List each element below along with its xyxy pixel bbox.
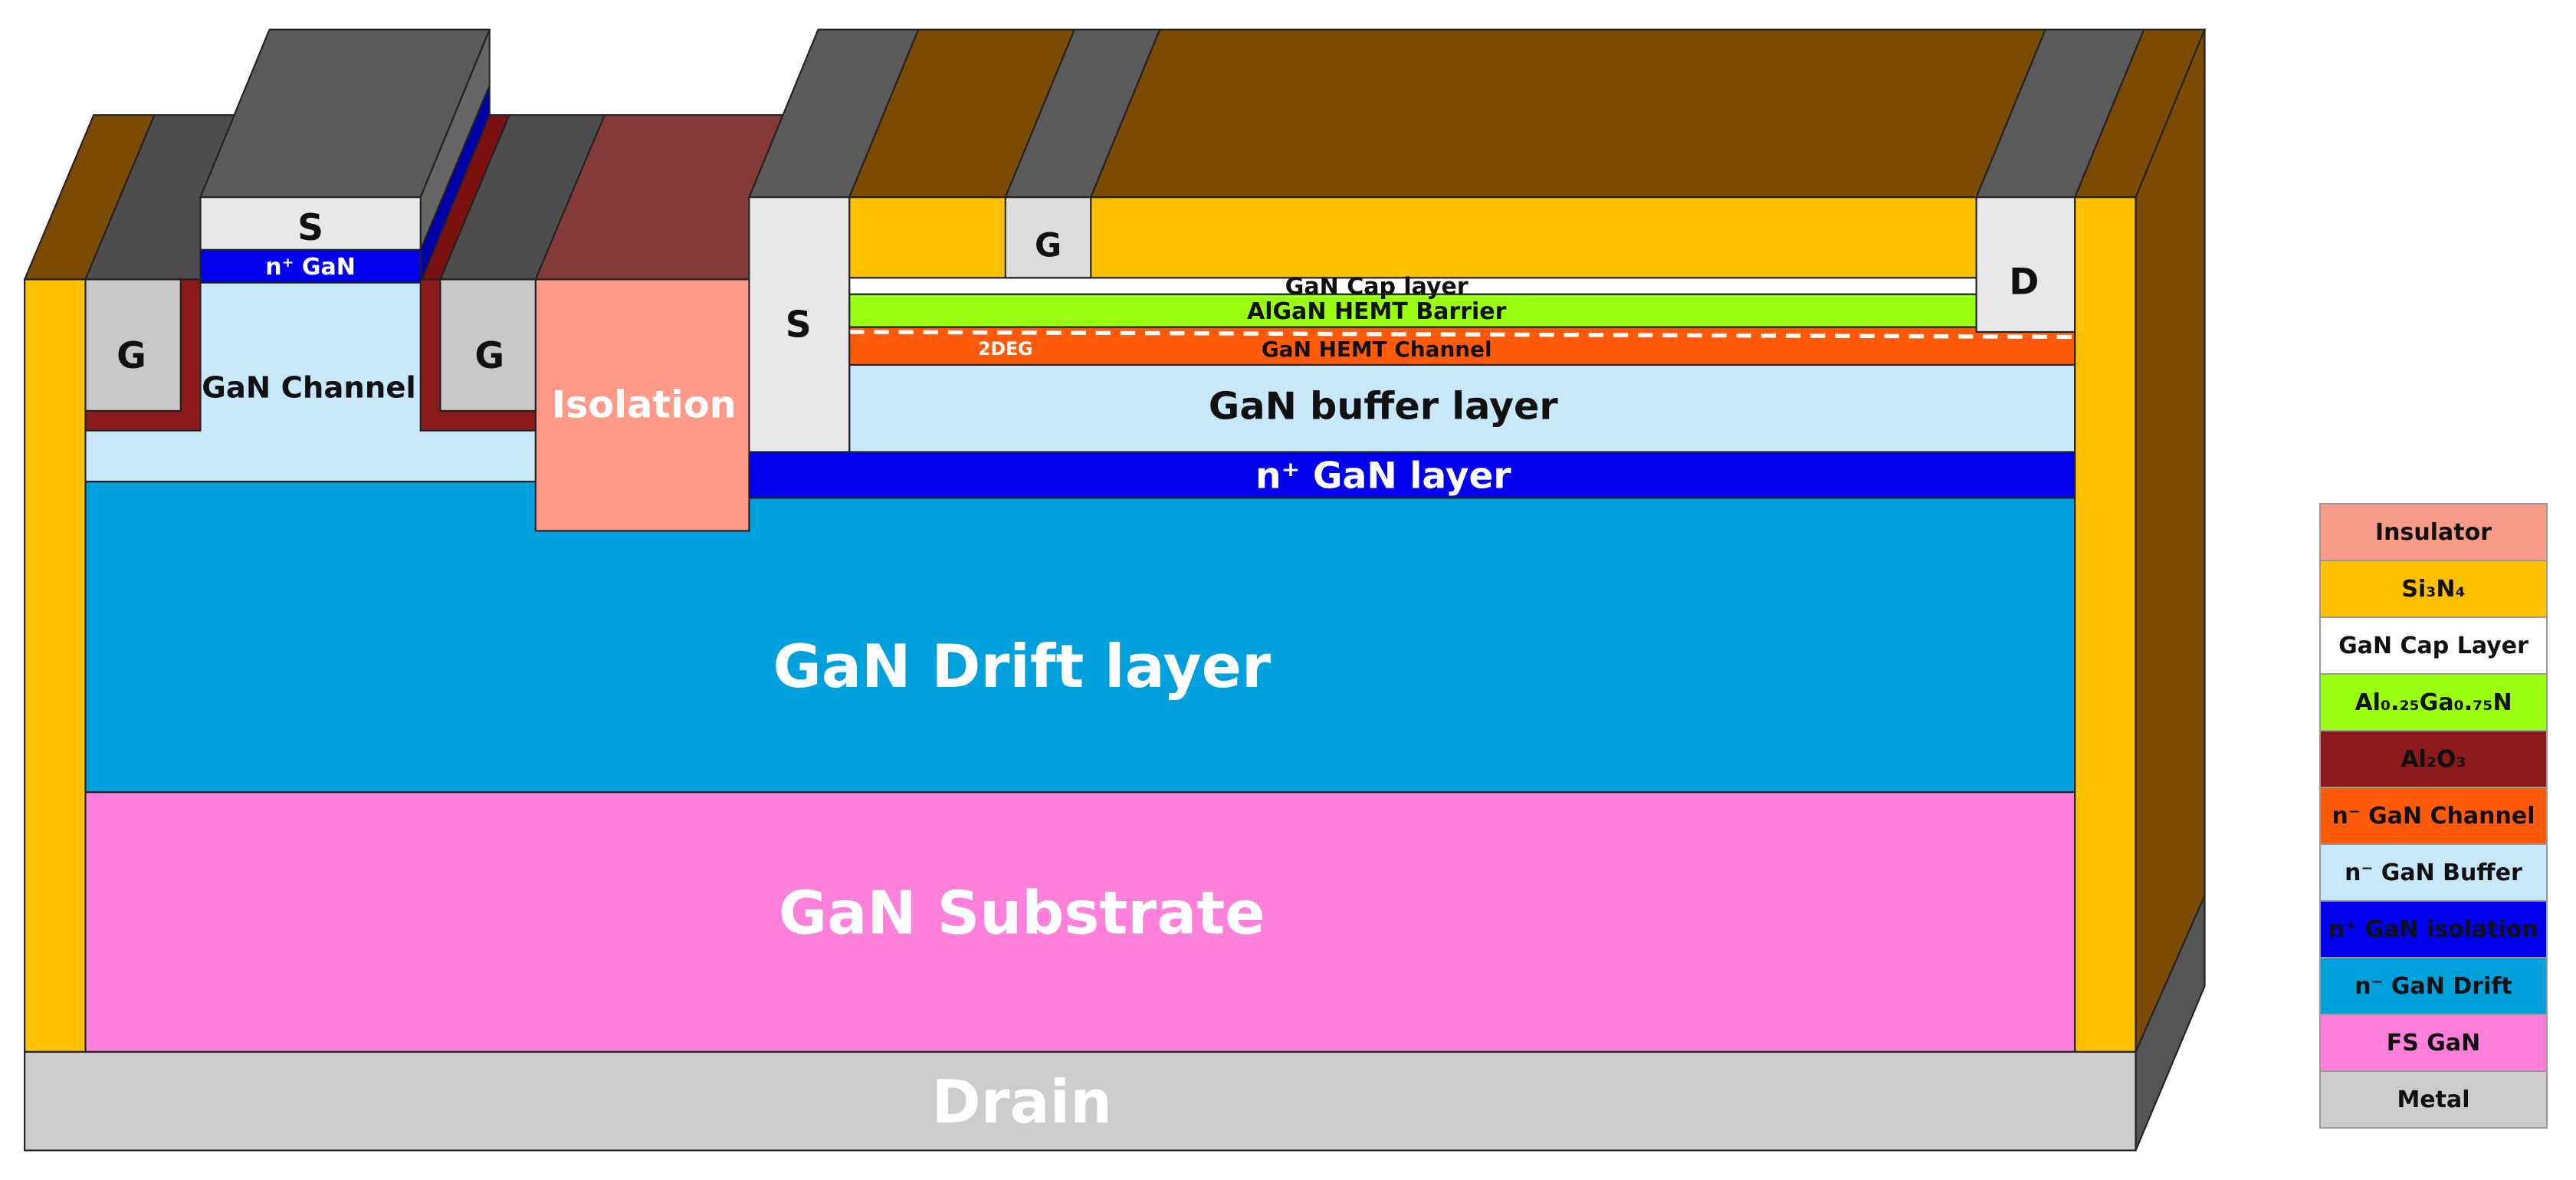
bottom-drain-metal bbox=[24, 1050, 2137, 1152]
legend-swatch bbox=[2319, 503, 2548, 561]
legend-swatch bbox=[2319, 1070, 2548, 1129]
two-deg-line bbox=[849, 330, 2076, 340]
gan-channel-label: GaN Channel bbox=[202, 371, 416, 406]
legend-label: Si₃N₄ bbox=[2401, 576, 2465, 603]
buffer-label: GaN buffer layer bbox=[1209, 384, 1558, 429]
legend-swatch bbox=[2319, 616, 2548, 675]
legend-label: n⁻ GaN Drift bbox=[2354, 973, 2512, 1000]
n-plus-small-label: n⁺ GaN bbox=[265, 254, 356, 281]
legend-swatch bbox=[2319, 957, 2548, 1015]
algan-barrier-label: AlGaN HEMT Barrier bbox=[1247, 298, 1507, 325]
source-block bbox=[199, 196, 422, 251]
legend-swatch bbox=[2319, 1014, 2548, 1072]
hemt-channel-label: GaN HEMT Channel bbox=[1262, 337, 1492, 362]
gan-cap-label: GaN Cap layer bbox=[1285, 274, 1468, 301]
gate-mid-label: G bbox=[474, 335, 504, 377]
mid-gate bbox=[439, 278, 537, 412]
hemt-gate-label: G bbox=[1035, 226, 1062, 265]
source-left-label: S bbox=[297, 207, 323, 249]
drift-layer bbox=[84, 480, 2076, 794]
legend-swatch bbox=[2319, 560, 2548, 618]
legend-label: Al₂O₃ bbox=[2400, 746, 2466, 773]
legend-swatch bbox=[2319, 730, 2548, 788]
legend-label: n⁻ GaN Buffer bbox=[2345, 860, 2522, 886]
legend-label: Metal bbox=[2397, 1086, 2469, 1113]
left-si3n4 bbox=[24, 278, 87, 1053]
legend-label: n⁻ GaN Channel bbox=[2332, 803, 2535, 830]
legend-label: Insulator bbox=[2375, 519, 2492, 546]
legend-label: FS GaN bbox=[2387, 1030, 2481, 1057]
drift-label: GaN Drift layer bbox=[773, 633, 1272, 702]
hemt-gate bbox=[1004, 196, 1092, 279]
two-deg-label: 2DEG bbox=[978, 338, 1032, 360]
hemt-source bbox=[748, 196, 851, 453]
substrate-label: GaN Substrate bbox=[779, 879, 1265, 948]
legend-label: n⁺ GaN isolation bbox=[2328, 916, 2538, 943]
right-si3n4 bbox=[2074, 196, 2137, 1053]
hemt-drain bbox=[1975, 196, 2076, 334]
hemt-drain-label: D bbox=[2009, 261, 2039, 304]
hemt-si3n4-top-right bbox=[1089, 28, 2047, 199]
right-side-face bbox=[2135, 29, 2206, 1053]
legend-label: GaN Cap Layer bbox=[2338, 633, 2528, 659]
legend-swatch bbox=[2319, 787, 2548, 845]
drain-bottom-label: Drain bbox=[931, 1068, 1112, 1137]
legend-label: Al₀.₂₅Ga₀.₇₅N bbox=[2354, 689, 2512, 716]
hemt-source-label: S bbox=[786, 304, 812, 346]
gate-left-label: G bbox=[116, 335, 146, 377]
isolation-block bbox=[534, 278, 750, 532]
source-n-plus bbox=[199, 248, 422, 284]
isolation-label: Isolation bbox=[552, 382, 737, 426]
legend-swatch bbox=[2319, 673, 2548, 731]
n-plus-layer-label: n⁺ GaN layer bbox=[1255, 455, 1511, 498]
